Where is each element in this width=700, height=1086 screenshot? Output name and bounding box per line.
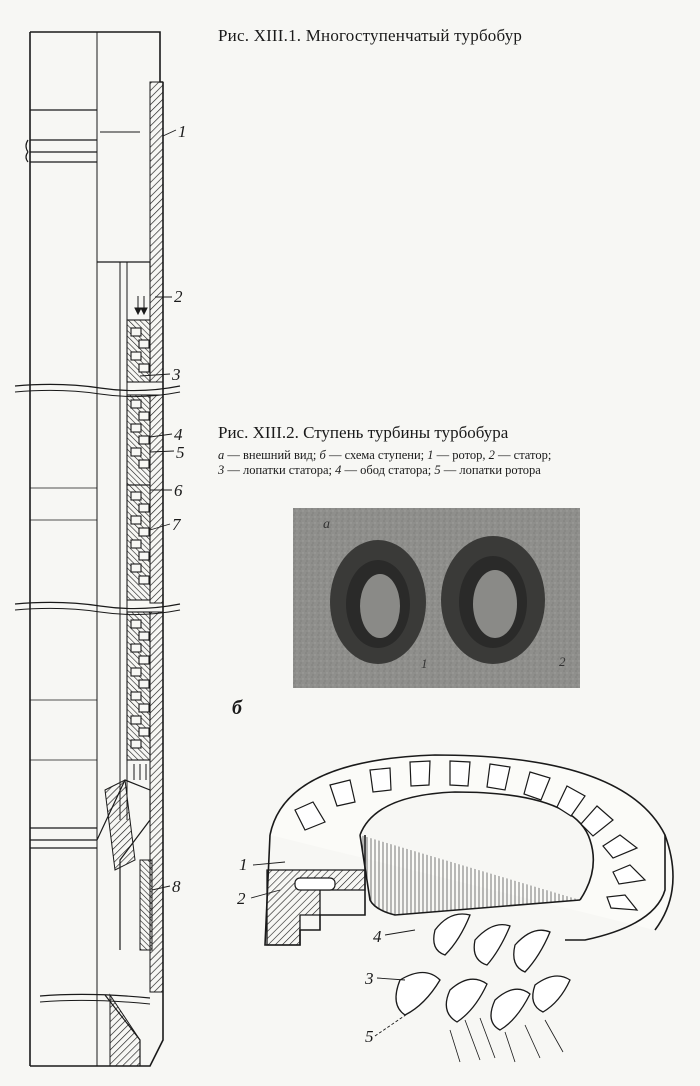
legend-key: а [218, 448, 225, 462]
stage-photo: а 1 2 [293, 508, 580, 688]
diagram-callout-2: 2 [237, 889, 246, 908]
legend-key: 4 [335, 463, 342, 477]
callout-5: 5 [176, 443, 185, 462]
diagram-callout-3: 3 [364, 969, 374, 988]
callout-2: 2 [174, 287, 183, 306]
photo-label-1: 1 [421, 656, 428, 671]
figure2-legend: а — внешний вид; б — схема ступени; 1 — … [218, 448, 551, 478]
legend-key: 2 [488, 448, 495, 462]
break-line-2 [14, 601, 181, 610]
inner-ring-top [359, 791, 595, 901]
panel-b-label: б [232, 697, 242, 719]
legend-text: — лопатки статора; [224, 463, 336, 477]
housing-wall-mid [149, 394, 164, 604]
figure1-caption: Рис. XIII.1. Многоступенчатый турбобур [218, 26, 523, 45]
stator-slots [294, 760, 647, 911]
legend-text: — лопатки ротора [440, 463, 541, 477]
stage-diagram: 1 2 4 3 5 [237, 754, 674, 1063]
photo-label-2: 2 [559, 654, 566, 669]
legend-text: — обод статора; [341, 463, 435, 477]
photo-label-a: а [323, 517, 330, 532]
legend-key: 5 [434, 463, 441, 477]
diagram-callout-5: 5 [365, 1027, 374, 1046]
photo-ring-stator [441, 536, 545, 664]
figure2-caption: Рис. XIII.2. Ступень турбины турбобура [218, 423, 509, 442]
rotor-section [266, 869, 366, 946]
turbodrill-drawing: 1 2 3 4 5 6 7 8 [14, 31, 187, 1067]
housing-wall-lower [149, 611, 164, 993]
legend-key: б [319, 448, 326, 462]
diagram-callout-4: 4 [373, 927, 382, 946]
rotor-blades [395, 913, 571, 1031]
callout-1: 1 [178, 122, 187, 141]
turbine-stage-stack [126, 319, 151, 761]
callout-4: 4 [174, 425, 183, 444]
break-line-3 [39, 993, 151, 999]
legend-text: — статор; [494, 448, 552, 462]
legend-line-1: а — внешний вид; б — схема ступени; 1 — … [218, 448, 551, 463]
diagram-callout-1: 1 [239, 855, 248, 874]
photo-ring-rotor [330, 540, 426, 664]
callout-8: 8 [172, 877, 181, 896]
legend-text: — ротор, [433, 448, 489, 462]
break-line-1 [14, 383, 181, 392]
callout-7: 7 [172, 515, 182, 534]
bearing-section [139, 859, 153, 951]
legend-key: 3 [218, 463, 225, 477]
legend-text: — схема ступени; [325, 448, 428, 462]
callout-3: 3 [171, 365, 181, 384]
legend-text: — внешний вид; [224, 448, 320, 462]
housing-wall-upper [149, 81, 164, 383]
callout-6: 6 [174, 481, 183, 500]
legend-line-2: 3 — лопатки статора; 4 — обод статора; 5… [218, 463, 551, 478]
legend-key: 1 [427, 448, 434, 462]
